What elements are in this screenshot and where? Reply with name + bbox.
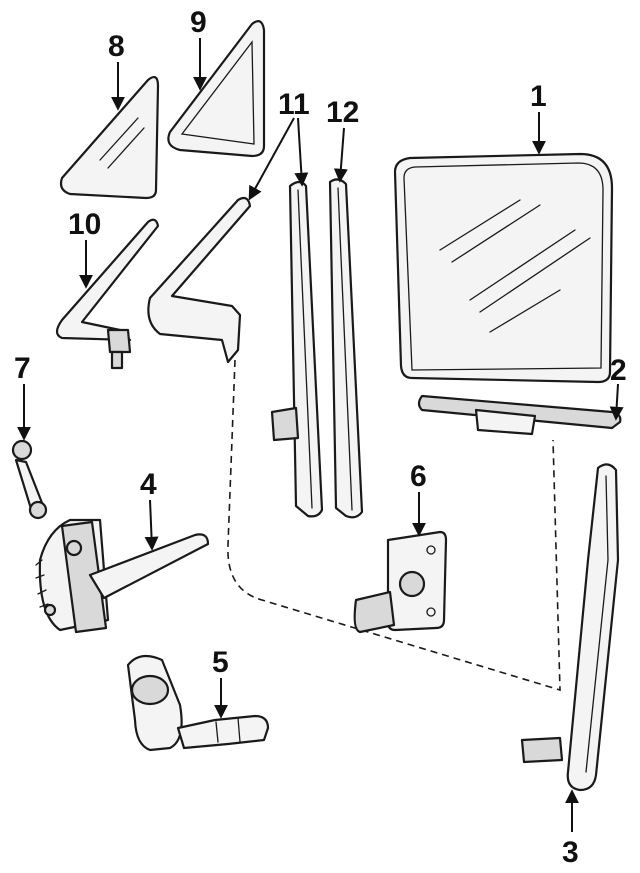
- callout-12: 12: [326, 96, 359, 129]
- leader-11a: [248, 117, 295, 201]
- leader-lines: [17, 38, 624, 832]
- front-run-channel-part: [147, 180, 324, 518]
- callout-5: 5: [212, 646, 229, 679]
- callout-1: 1: [530, 80, 547, 113]
- leader-11b: [294, 117, 309, 187]
- door-latch-part: [353, 530, 448, 634]
- leader-12: [333, 127, 348, 183]
- callout-6: 6: [410, 460, 427, 493]
- callout-10: 10: [68, 208, 101, 241]
- division-channel-part: [55, 218, 160, 370]
- window-regulator-part: [35, 518, 210, 634]
- callout-11: 11: [278, 88, 310, 121]
- callout-labels: 1 2 3 4 5 6 7 8 9 10 11 12: [14, 6, 627, 869]
- leader-4: [144, 499, 159, 551]
- window-crank-part: [11, 439, 48, 520]
- callout-4: 4: [140, 468, 157, 501]
- callout-7: 7: [14, 352, 31, 385]
- vent-glass-part: [59, 76, 160, 200]
- door-glass-part: [393, 152, 614, 384]
- glass-channel-part: [417, 394, 622, 436]
- callout-8: 8: [108, 30, 125, 63]
- vent-seal-part: [167, 20, 266, 158]
- callout-2: 2: [610, 354, 627, 387]
- callout-3: 3: [562, 836, 579, 869]
- rear-run-channel-part: [520, 463, 620, 792]
- door-outline: [227, 359, 561, 692]
- weatherstrip-part: [328, 178, 364, 519]
- callout-9: 9: [190, 6, 207, 39]
- leader-2: [609, 383, 624, 421]
- regulator-motor-part: [126, 654, 270, 752]
